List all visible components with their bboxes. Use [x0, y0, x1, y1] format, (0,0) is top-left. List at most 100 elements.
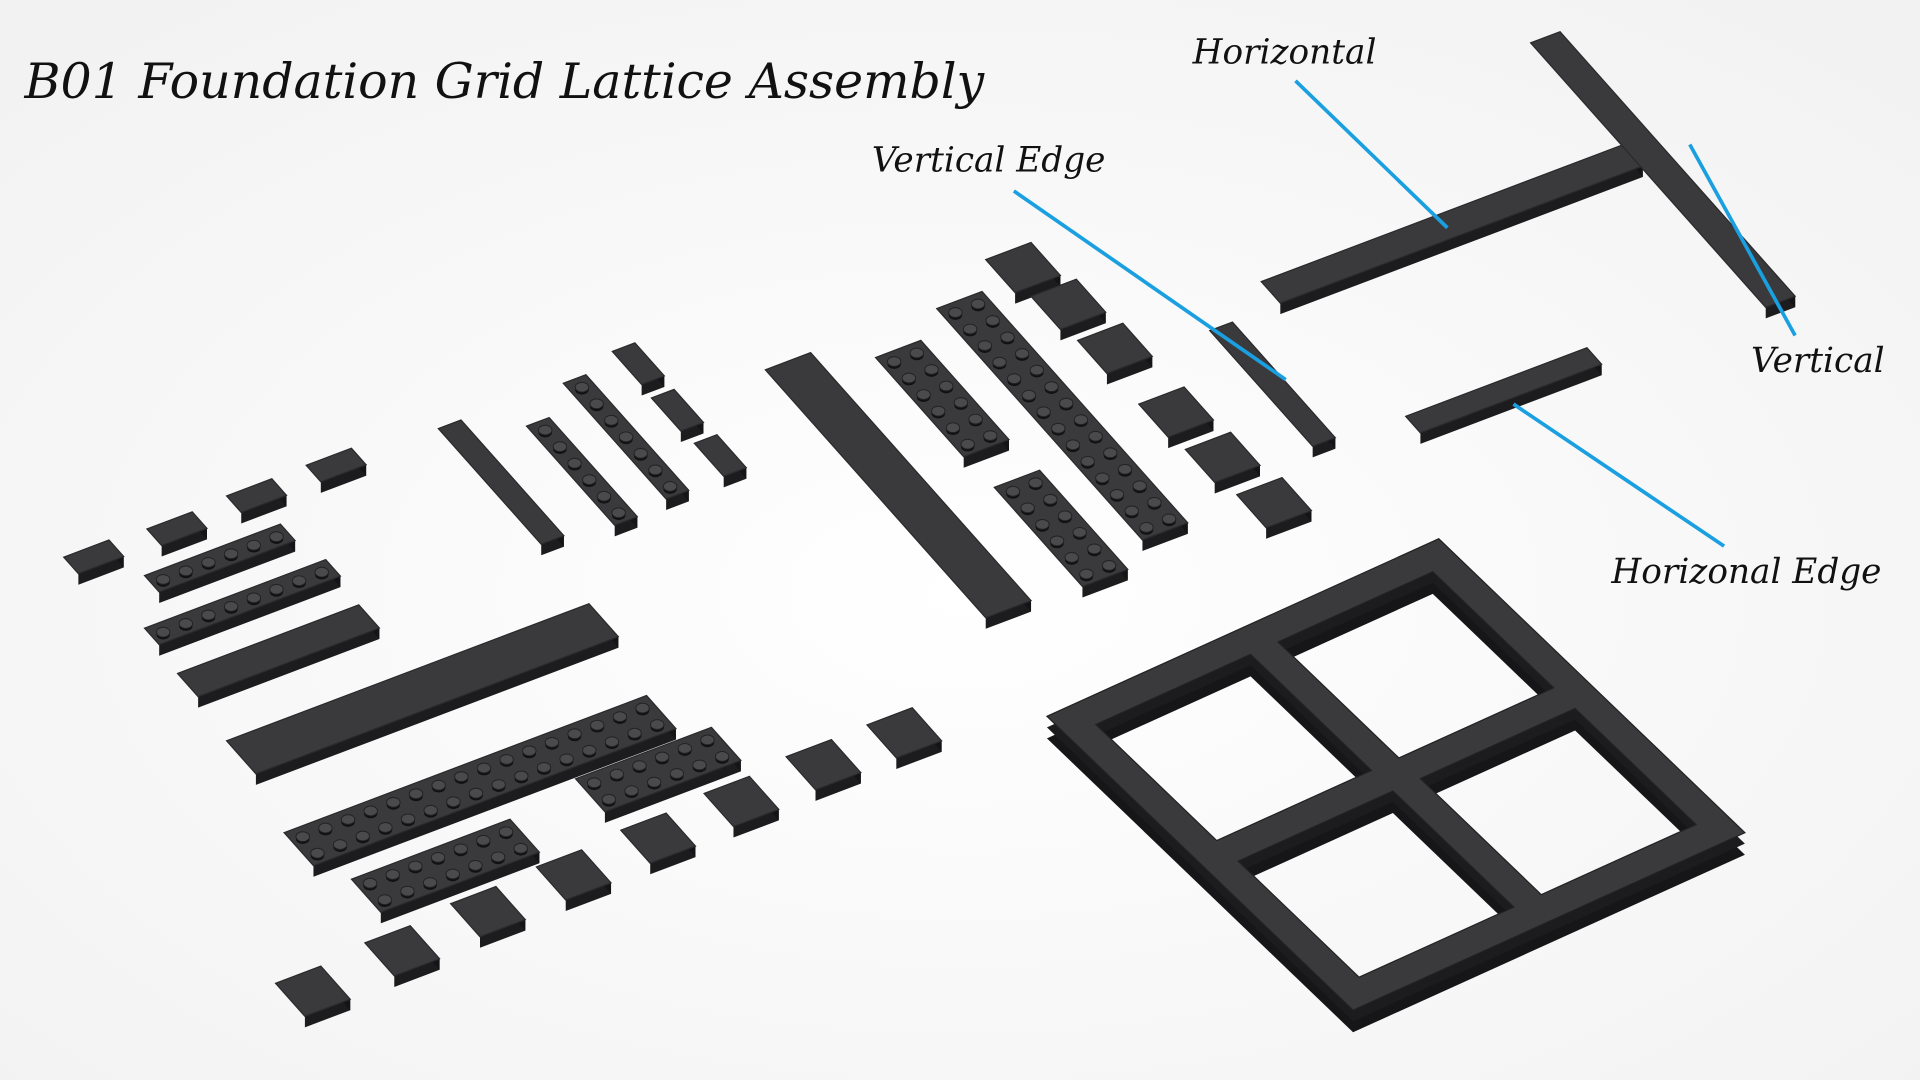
piece-side — [733, 809, 779, 838]
stud — [552, 441, 568, 453]
piece-side — [641, 375, 665, 396]
piece-side — [480, 919, 526, 948]
stud — [567, 457, 582, 469]
stud — [422, 877, 438, 888]
stud — [567, 728, 582, 740]
stud — [1043, 493, 1058, 505]
stud — [537, 424, 553, 436]
stud — [611, 507, 626, 519]
stud — [468, 860, 483, 871]
tile-1x2 — [62, 539, 125, 585]
stud — [378, 822, 393, 833]
piece-top — [764, 351, 1033, 619]
stud — [924, 364, 939, 375]
plate-1x6-vertical — [525, 416, 639, 537]
piece-top — [363, 924, 441, 977]
stud — [714, 751, 730, 762]
stud — [970, 298, 986, 310]
stud — [669, 768, 685, 779]
stud — [476, 834, 491, 846]
stud — [246, 592, 261, 604]
plate-1x6 — [143, 523, 297, 604]
plate-2x6 — [574, 726, 742, 823]
tile-2x2 — [1137, 386, 1215, 449]
tile-2x16-vertical-stack — [764, 351, 1033, 629]
stud — [559, 753, 574, 765]
callout-line-horizontal — [1294, 79, 1449, 230]
piece-top — [535, 849, 613, 901]
stud — [635, 702, 650, 714]
stud — [901, 372, 917, 384]
stud — [909, 347, 925, 359]
label-horizontal: Horizontal — [1192, 33, 1377, 73]
tile-2x2 — [1235, 476, 1313, 539]
piece-side — [255, 636, 619, 785]
stud — [1006, 373, 1022, 385]
stud — [985, 315, 1000, 326]
stud — [446, 796, 461, 808]
plate-1x8 — [143, 558, 342, 656]
piece-top — [176, 604, 381, 698]
stud — [586, 777, 602, 789]
stud — [654, 751, 670, 763]
stud — [1021, 389, 1037, 401]
tile-2x2 — [619, 812, 697, 875]
piece-side — [985, 600, 1032, 629]
stud — [1072, 526, 1087, 538]
stud — [1035, 519, 1050, 530]
stud — [968, 413, 983, 425]
tile-2x2 — [785, 738, 862, 801]
stud — [646, 776, 662, 788]
label-horizontal-edge: Horizonal Edge — [1610, 552, 1881, 592]
stud — [1109, 489, 1125, 500]
piece-side — [161, 528, 207, 557]
stud — [490, 851, 506, 863]
stud — [677, 743, 693, 754]
label-vertical: Vertical — [1751, 341, 1885, 381]
piece-side — [1106, 356, 1153, 385]
piece-top — [619, 812, 697, 864]
tile-2x2 — [1076, 322, 1154, 385]
piece-top — [305, 447, 368, 483]
piece-top — [274, 965, 352, 1018]
stud — [1065, 439, 1081, 451]
stud — [514, 770, 529, 782]
stud — [408, 788, 424, 800]
stud — [1064, 552, 1079, 563]
stud — [953, 397, 969, 408]
plate-2x16 — [283, 694, 677, 877]
stud — [589, 398, 604, 410]
stud — [596, 490, 612, 502]
stud — [1132, 480, 1147, 492]
piece-side — [380, 852, 540, 924]
callout-lines — [1012, 79, 1797, 548]
stud — [582, 474, 597, 486]
stud — [454, 771, 469, 783]
stud — [332, 839, 348, 850]
piece-top — [143, 558, 342, 646]
piece-top — [1208, 321, 1337, 448]
piece-side — [394, 958, 440, 987]
stud — [1029, 364, 1045, 376]
piece-top — [935, 290, 1189, 541]
piece-side — [1280, 165, 1643, 315]
stud — [1117, 463, 1133, 475]
label-vertical-edge: Vertical Edge — [872, 140, 1106, 180]
tile-1x8-stack — [176, 604, 381, 708]
tile-2x16-stack — [225, 602, 620, 785]
piece-side — [896, 740, 942, 769]
stud — [522, 745, 537, 757]
stud — [318, 822, 333, 834]
stud — [355, 830, 370, 842]
frame-top — [1045, 538, 1746, 1011]
piece-side — [1266, 510, 1312, 539]
tile-2x2 — [535, 849, 613, 912]
piece-side — [1060, 312, 1106, 341]
piece-side — [565, 882, 612, 912]
stud — [1088, 430, 1103, 442]
stud — [624, 785, 639, 797]
stud — [340, 814, 356, 825]
stud — [1014, 348, 1030, 359]
piece-top — [145, 511, 208, 547]
stud — [648, 464, 663, 476]
